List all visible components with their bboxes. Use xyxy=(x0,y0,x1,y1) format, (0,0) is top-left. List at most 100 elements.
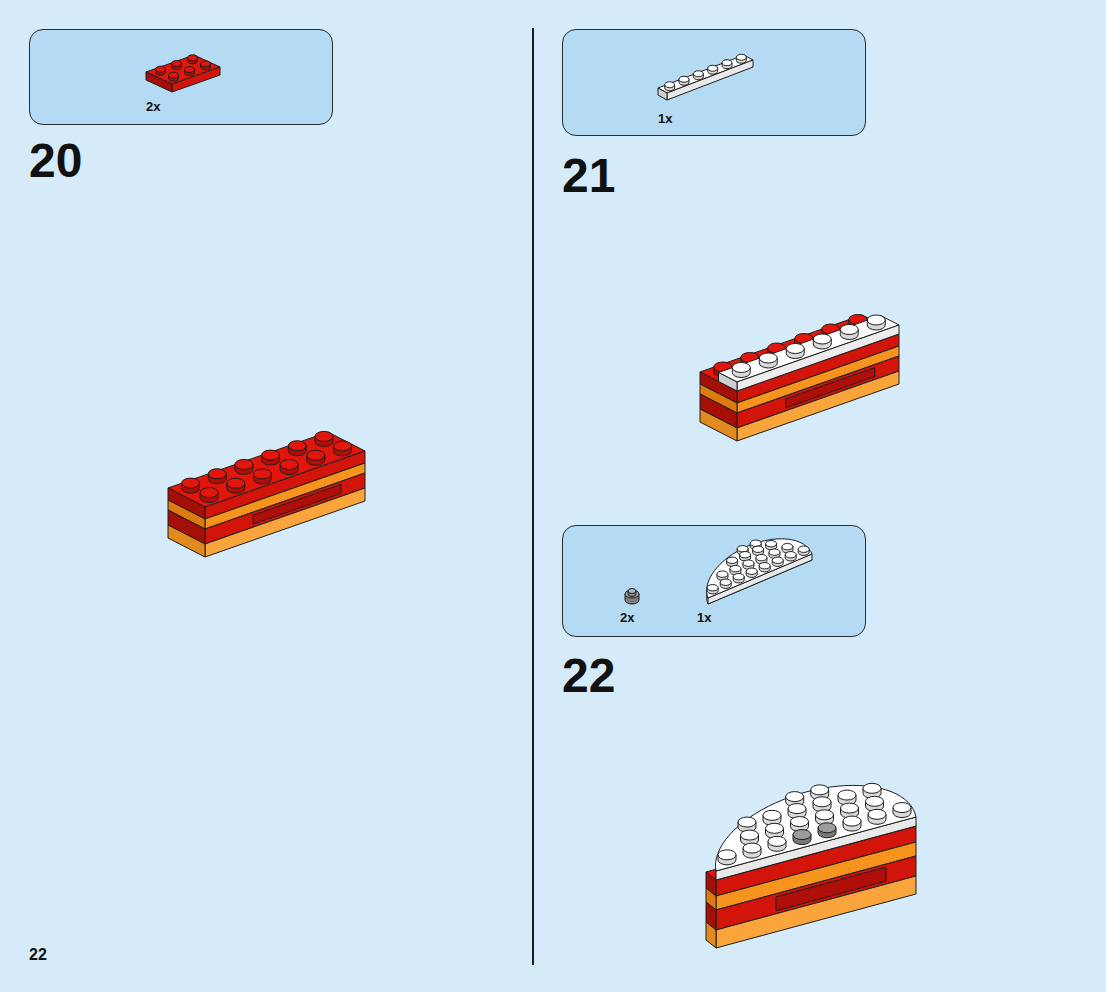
stud-top xyxy=(746,568,757,574)
stud-top xyxy=(227,478,245,488)
stud-top xyxy=(840,325,858,335)
stud-top xyxy=(743,843,761,853)
stud-top xyxy=(786,344,804,354)
stud-top xyxy=(741,830,759,840)
parts-callout: 2x 1x xyxy=(562,525,866,637)
stud-top xyxy=(766,541,777,547)
stud-top xyxy=(188,55,198,61)
stud-top xyxy=(798,546,809,552)
stud-top xyxy=(753,546,764,552)
stud-top xyxy=(740,552,751,558)
stud-top xyxy=(732,363,750,373)
stud-top xyxy=(841,803,859,813)
stud-top xyxy=(769,549,780,555)
stud-top xyxy=(665,82,675,88)
stud-top xyxy=(788,804,806,814)
stud-top xyxy=(816,810,834,820)
stud-top xyxy=(730,565,741,571)
brick-front xyxy=(716,876,916,948)
brick-top xyxy=(658,55,753,93)
stud-top xyxy=(253,469,271,479)
callout-fill xyxy=(562,525,866,637)
stud-top xyxy=(679,76,689,82)
stud-top xyxy=(720,579,731,585)
stud-top xyxy=(707,585,718,591)
stud-top xyxy=(169,72,179,78)
stud-top xyxy=(708,65,718,71)
stud-top xyxy=(280,460,298,470)
half-round-plate xyxy=(716,783,916,880)
stud-top xyxy=(893,803,911,813)
stud-top xyxy=(843,816,861,826)
stud-top xyxy=(307,450,325,460)
stud-top xyxy=(722,60,732,66)
stud-top xyxy=(156,66,166,72)
step-number: 20 xyxy=(29,137,82,185)
stud-top xyxy=(763,810,781,820)
stud-top xyxy=(717,571,728,577)
stud-top xyxy=(315,431,333,441)
brick-slab xyxy=(658,54,753,100)
part-count: 1x xyxy=(658,112,672,125)
stud-top xyxy=(868,809,886,819)
parts-callout: 1x xyxy=(562,29,866,136)
plate-top xyxy=(707,539,812,598)
round-plate xyxy=(625,589,639,605)
callout-fill xyxy=(562,29,866,136)
stud-top xyxy=(756,554,767,560)
stud-top xyxy=(772,557,783,563)
brick-front xyxy=(667,60,753,100)
stud-top xyxy=(185,67,195,73)
stud-top xyxy=(201,61,211,67)
stud-top xyxy=(768,836,786,846)
plate-top xyxy=(716,785,916,871)
part-count: 1x xyxy=(697,611,711,624)
stud-top xyxy=(793,830,811,840)
stud-top xyxy=(863,783,881,793)
stud-top xyxy=(737,546,748,552)
brick-slab xyxy=(719,315,900,391)
stud-top xyxy=(866,796,884,806)
stud-top xyxy=(759,563,770,569)
stud-top xyxy=(838,790,856,800)
brick-models xyxy=(146,54,916,948)
parts-callout: 2x xyxy=(29,29,333,125)
brick-slab xyxy=(700,315,899,442)
stud-top xyxy=(333,441,351,451)
stud-top xyxy=(208,469,226,479)
stud-top xyxy=(818,823,836,833)
brick-side xyxy=(168,525,205,557)
stud-top xyxy=(813,797,831,807)
stud-top xyxy=(736,54,746,60)
stud-top xyxy=(727,557,738,563)
stud-top xyxy=(782,543,793,549)
brick-slab xyxy=(146,55,220,92)
stud-top xyxy=(813,334,831,344)
stud-top xyxy=(733,574,744,580)
brick-side xyxy=(700,409,737,441)
stud-top xyxy=(785,552,796,558)
stud-top xyxy=(182,478,200,488)
page-divider xyxy=(532,28,534,965)
stud-top xyxy=(172,61,182,67)
stud-top xyxy=(786,792,804,802)
stud-top xyxy=(743,560,754,566)
stud-top xyxy=(738,817,756,827)
brick-front xyxy=(205,488,365,557)
stud-top xyxy=(262,450,280,460)
stud-top xyxy=(759,353,777,363)
stud-top xyxy=(718,850,736,860)
brick-top xyxy=(719,316,900,383)
stud-top xyxy=(867,315,885,325)
stud-top xyxy=(288,441,306,451)
step-number: 21 xyxy=(562,152,615,200)
stud-top xyxy=(628,589,636,594)
stud-top xyxy=(200,488,218,498)
stud-top xyxy=(766,823,784,833)
half-round-plate xyxy=(707,539,812,604)
callout-fill xyxy=(29,29,333,125)
stud-top xyxy=(235,459,253,469)
part-count: 2x xyxy=(620,611,634,624)
step-number: 22 xyxy=(562,652,615,700)
